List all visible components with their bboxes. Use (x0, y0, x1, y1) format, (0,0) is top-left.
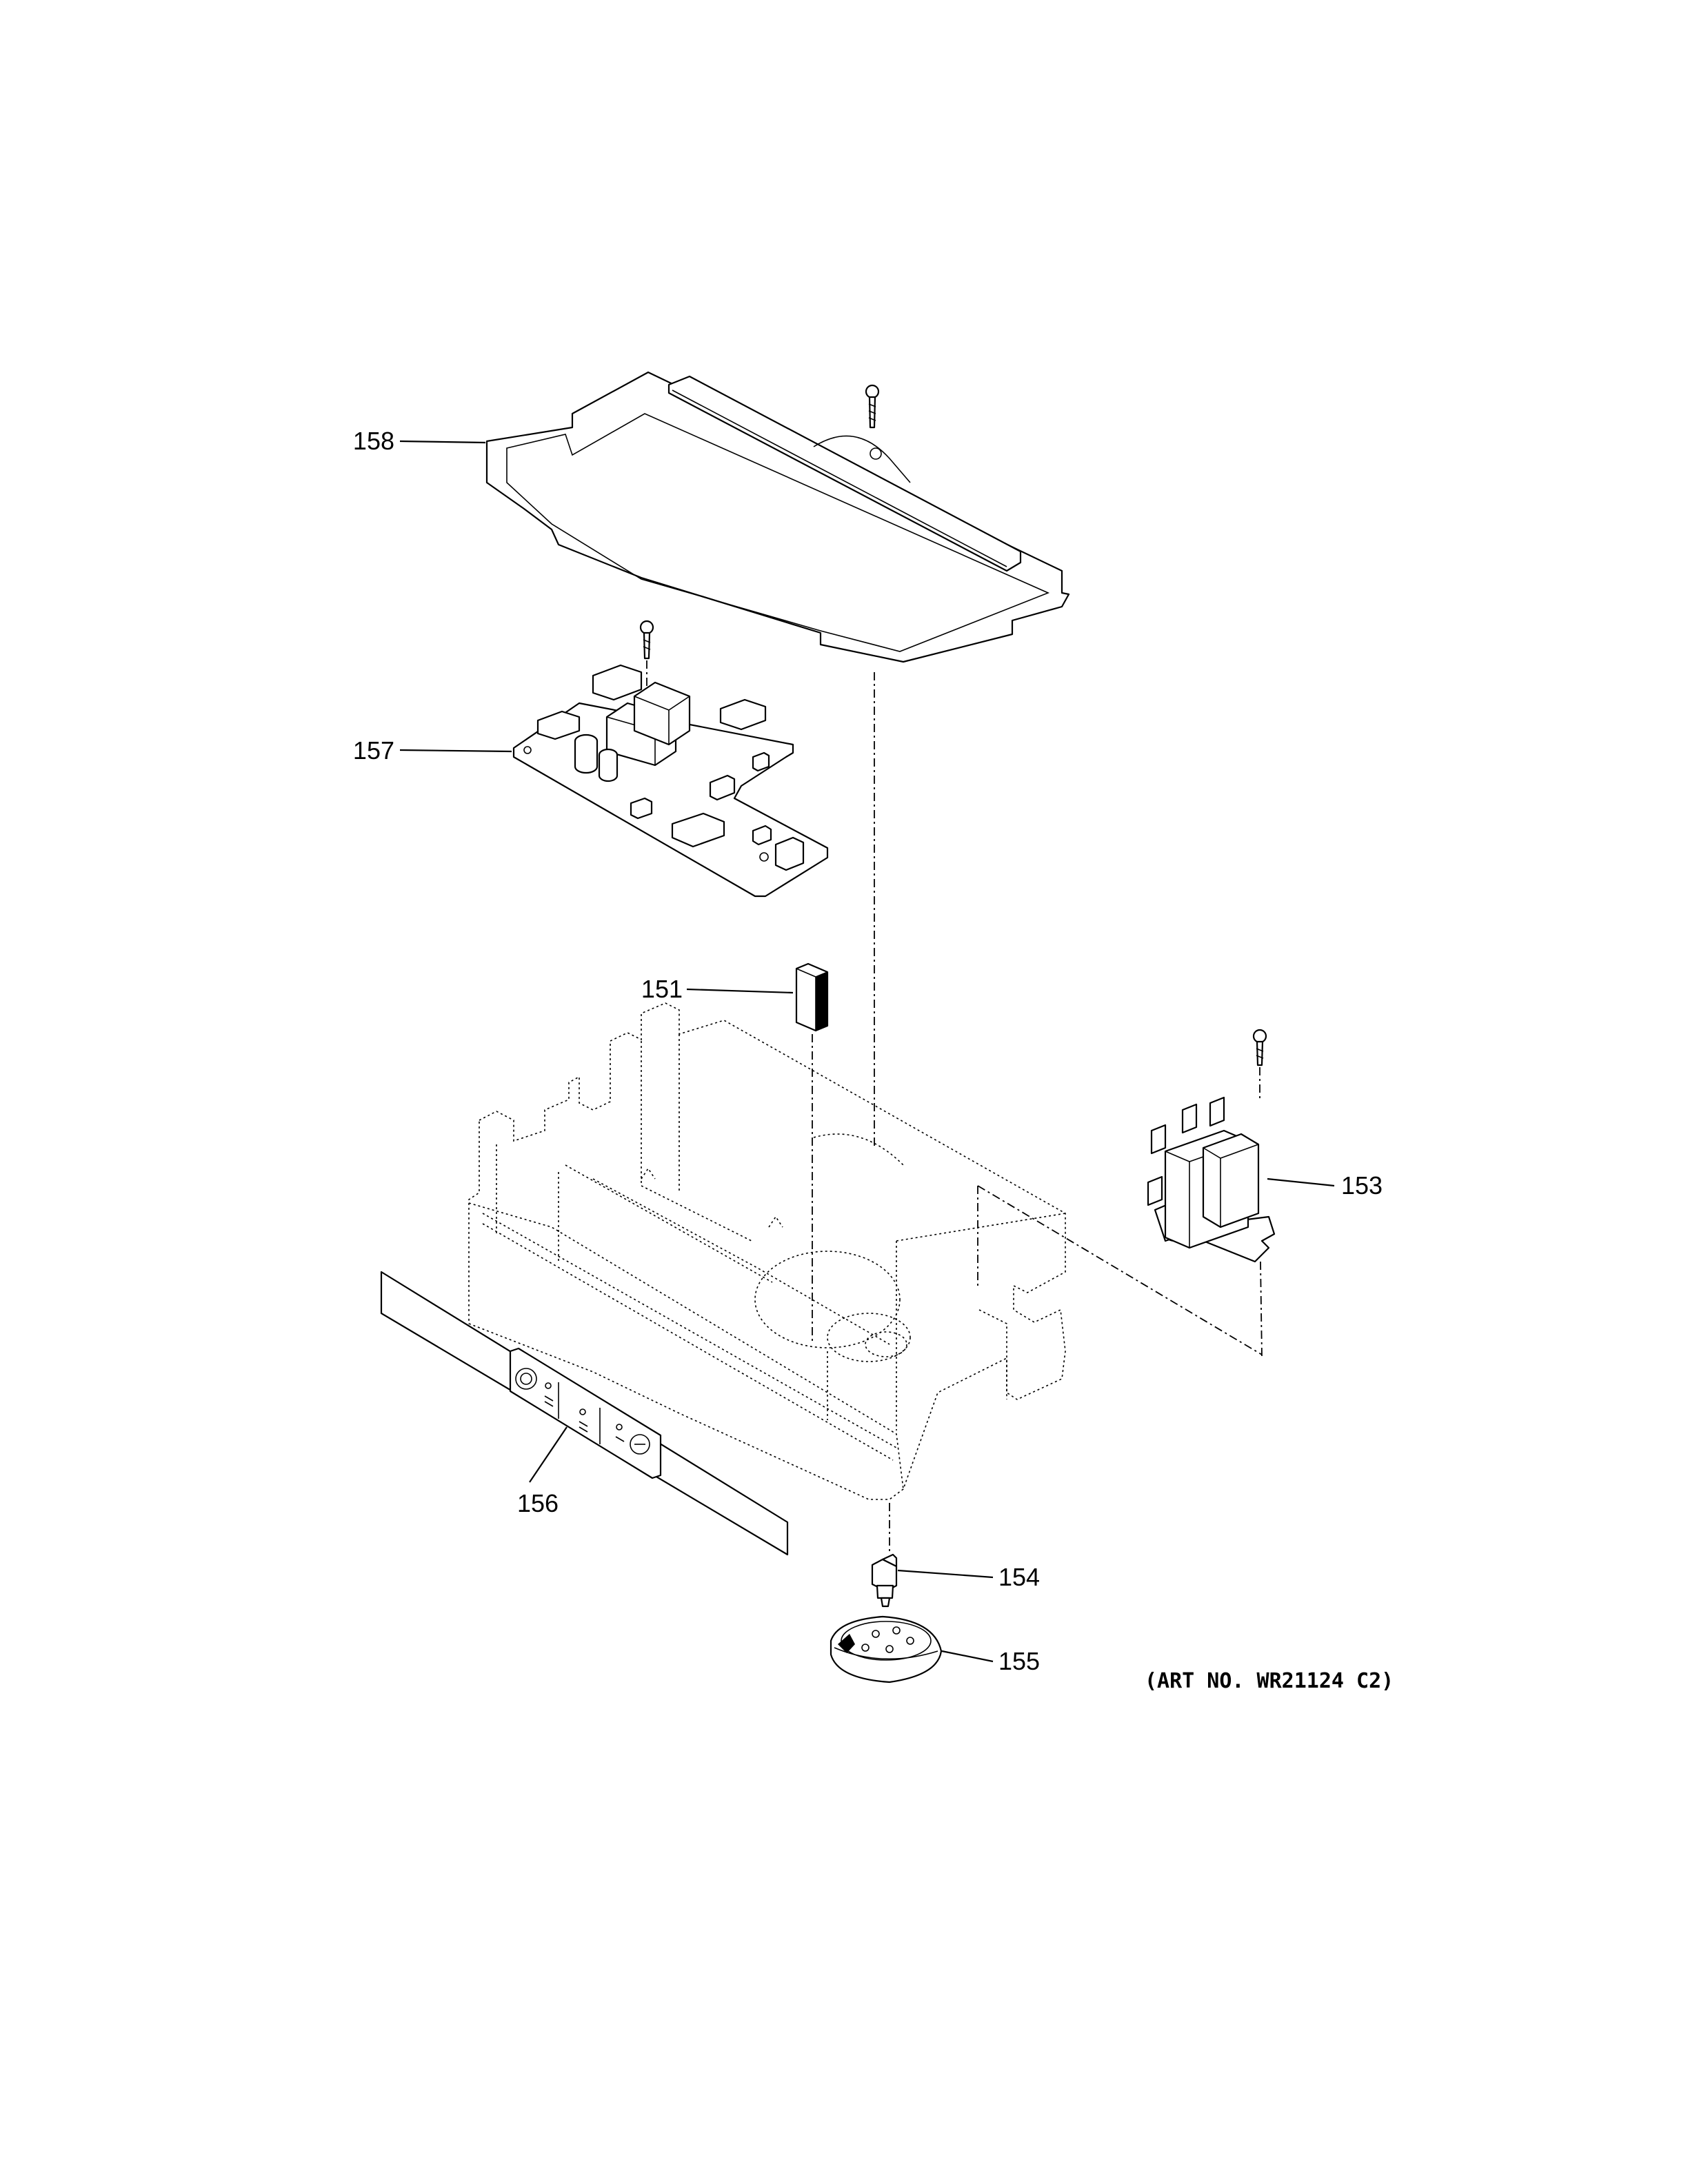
part-156-front-panel (380, 1271, 789, 1556)
housing-outline (468, 1002, 1066, 1500)
screw-icon (639, 620, 654, 660)
leader-lines (399, 440, 1335, 1663)
part-157-control-board (512, 664, 829, 898)
part-number-154: 154 (998, 1563, 1040, 1591)
screw-icon (865, 384, 880, 429)
part-151-block (795, 962, 829, 1032)
part-number-156: 156 (517, 1489, 559, 1517)
screw-icon (1252, 1029, 1267, 1066)
assembly-lines (812, 672, 1263, 1555)
part-number-157: 157 (353, 736, 394, 765)
part-158-cover (485, 371, 1070, 663)
part-number-155: 155 (998, 1647, 1040, 1675)
part-155-cup (830, 1615, 943, 1684)
part-number-153: 153 (1341, 1171, 1383, 1200)
part-154-sensor (871, 1553, 898, 1608)
part-number-151: 151 (641, 975, 683, 1003)
art-number: (ART NO. WR21124 C2) (1145, 1669, 1394, 1693)
part-number-158: 158 (353, 427, 394, 455)
part-153-transformer (1147, 1096, 1276, 1263)
